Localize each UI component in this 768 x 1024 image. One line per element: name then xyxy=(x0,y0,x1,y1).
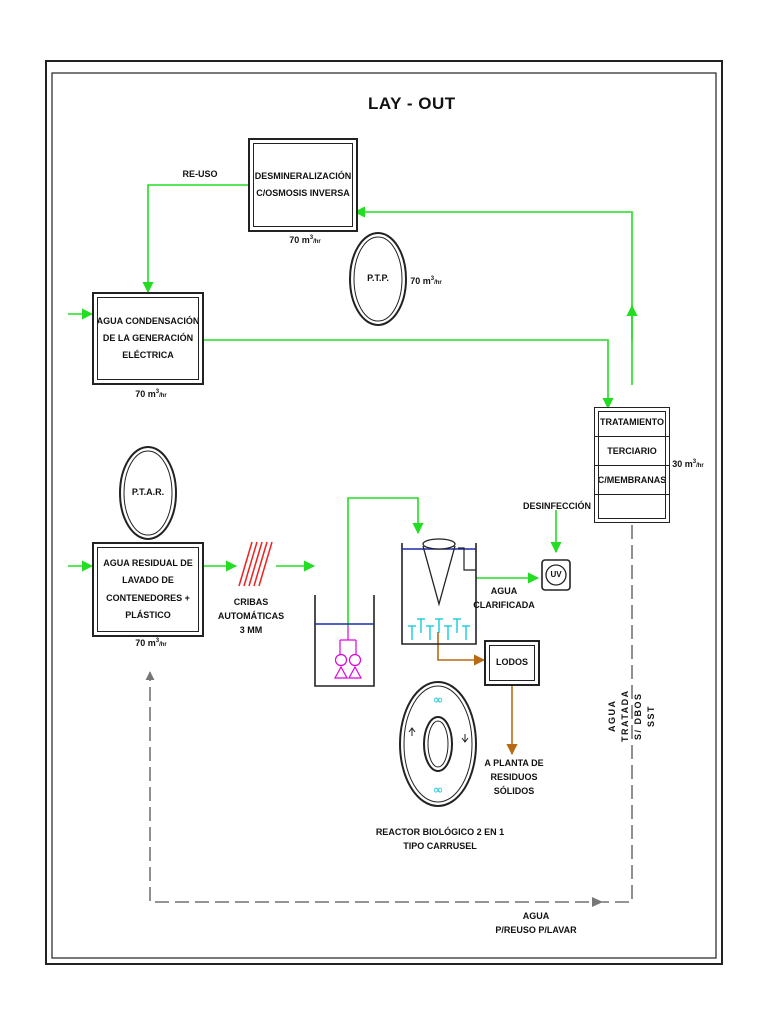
diffusers-icon xyxy=(408,618,470,640)
residual-water-box: AGUA RESIDUAL DE LAVADO DE CONTENEDORES … xyxy=(92,542,204,637)
condensation-flow-rate: 70 m3/hr xyxy=(135,389,167,399)
clarifier-to-sludge-arrow xyxy=(437,632,486,666)
ptar-shape-inner xyxy=(123,450,173,536)
aerator-bottom-icon: ∞ xyxy=(433,783,444,798)
tertiary-treatment-box: TRATAMIENTO TERCIARIO C/MEMBRANAS xyxy=(594,407,670,523)
demineralization-flow-rate: 70 m3/hr xyxy=(289,235,321,245)
reactor-center-island-inner xyxy=(427,720,449,768)
pump-to-clarifier-flow-line xyxy=(347,497,424,626)
reactor-outer-ring-inner xyxy=(403,685,473,803)
reactor-flow-down-arrow-icon xyxy=(461,734,469,743)
sludge-box: LODOS xyxy=(484,640,540,686)
equalization-tank xyxy=(314,595,375,687)
residual-flow-rate: 70 m3/hr xyxy=(135,638,167,648)
submersible-pumps-icon xyxy=(333,626,363,679)
demineralization-label: DESMINERALIZACIÓN C/OSMOSIS INVERSA xyxy=(254,170,352,198)
tertiary-row-3: C/MEMBRANAS xyxy=(595,466,669,495)
residual-water-label: AGUA RESIDUAL DE LAVADO DE CONTENEDORES … xyxy=(103,558,193,620)
sludge-label: LODOS xyxy=(495,657,528,668)
return-direction-arrowhead xyxy=(592,897,603,907)
disinfection-label: DESINFECCIÓN xyxy=(522,501,591,511)
ptp-shape-inner xyxy=(353,236,403,322)
tertiary-flow-rate: 30 m3/hr xyxy=(672,459,704,469)
ptp-shape xyxy=(349,232,407,326)
tertiary-row-1: TRATAMIENTO xyxy=(595,408,669,437)
aerator-top-icon: ∞ xyxy=(433,693,444,708)
re-uso-label: RE-USO xyxy=(182,169,218,179)
ptp-label: P.T.P. xyxy=(367,273,389,283)
page-title: LAY - OUT xyxy=(368,94,456,113)
ptp-flow-rate: 70 m3/hr xyxy=(410,276,442,286)
reactor-label: REACTOR BIOLÓGICO 2 EN 1 TIPO CARRUSEL xyxy=(375,827,505,851)
uv-lamp-icon xyxy=(545,564,567,586)
clarifier-feed-well xyxy=(422,538,456,550)
condensation-water-box: AGUA CONDENSACIÓN DE LA GENERACIÓN ELÉCT… xyxy=(92,292,204,385)
clarified-water-label: AGUA CLARIFICADA xyxy=(473,586,535,610)
tertiary-row-2: TERCIARIO xyxy=(595,437,669,466)
demineralization-box: DESMINERALIZACIÓN C/OSMOSIS INVERSA xyxy=(248,138,358,232)
clarifier-tank xyxy=(401,543,477,645)
page-frame-inner xyxy=(51,72,717,959)
condensation-water-label: AGUA CONDENSACIÓN DE LA GENERACIÓN ELÉCT… xyxy=(96,315,200,361)
reactor-center-island xyxy=(423,716,453,772)
reuse-return-dashed-line xyxy=(145,525,633,903)
reactor-flow-up-arrow-icon xyxy=(408,727,416,736)
screens-label: CRIBAS AUTOMÁTICAS 3 MM xyxy=(217,597,285,635)
uv-label: UV xyxy=(550,570,562,579)
screen-hatch-icon xyxy=(238,541,273,587)
ptar-label: P.T.A.R. xyxy=(131,487,165,497)
condensation-to-tertiary-flow-line xyxy=(202,339,614,410)
clarifier-cone xyxy=(422,545,456,607)
re-uso-flow-line xyxy=(142,184,248,294)
solid-waste-plant-label: A PLANTA DE RESIDUOS SÓLIDOS xyxy=(484,758,544,796)
treated-water-label: AGUA TRATADA S/ DBOS SST xyxy=(607,689,657,743)
page-frame-outer xyxy=(45,60,723,965)
ptar-shape xyxy=(119,446,177,540)
clarifier-weir xyxy=(458,547,476,571)
reuse-water-label: AGUA P/REUSO P/LAVAR xyxy=(495,911,577,935)
